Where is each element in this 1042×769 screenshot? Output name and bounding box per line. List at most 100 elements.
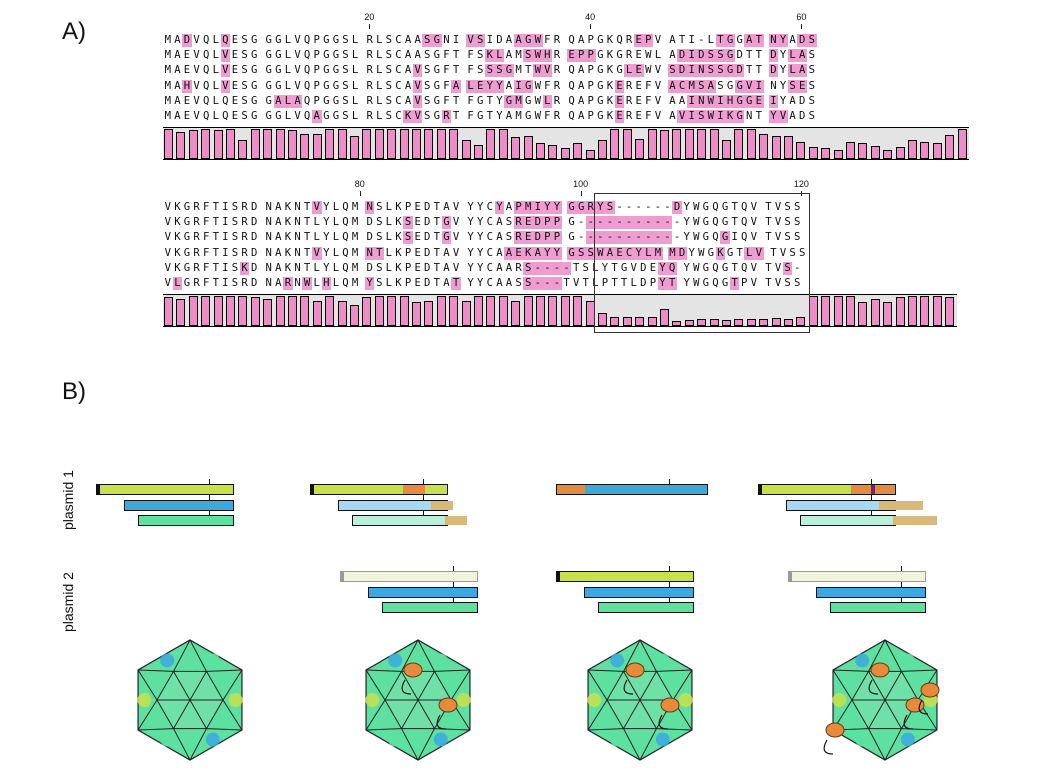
residue: A bbox=[496, 277, 503, 289]
residue: G bbox=[433, 110, 441, 122]
residue: G bbox=[332, 79, 340, 92]
residue: P bbox=[741, 277, 748, 289]
conservation-bar bbox=[858, 302, 868, 327]
residue: S bbox=[385, 49, 393, 62]
tick-label: 80 bbox=[354, 179, 365, 189]
residue: G bbox=[250, 34, 258, 46]
residue: S bbox=[808, 110, 815, 122]
conservation-bar bbox=[610, 128, 620, 160]
conservation-bar bbox=[250, 296, 260, 327]
capsid-patch bbox=[610, 732, 625, 747]
residue: L bbox=[212, 79, 219, 92]
residue: M bbox=[686, 79, 697, 93]
vp-bar bbox=[788, 571, 926, 582]
residue: G bbox=[597, 34, 604, 46]
residue: Q bbox=[616, 34, 623, 46]
capsid-edge bbox=[189, 639, 207, 672]
conservation-bar bbox=[201, 295, 211, 327]
residue: E bbox=[414, 201, 421, 213]
residue: P bbox=[513, 201, 524, 214]
residue: K bbox=[174, 261, 181, 274]
residue: Y bbox=[779, 94, 787, 107]
capsid-edge bbox=[434, 728, 470, 731]
conservation-bar bbox=[449, 295, 459, 327]
nanobody-icon bbox=[660, 697, 680, 713]
residue: R bbox=[241, 277, 248, 289]
capsid-edge bbox=[206, 669, 242, 672]
residue: T bbox=[678, 34, 686, 46]
residue: I bbox=[222, 216, 229, 229]
residue: R bbox=[553, 34, 561, 46]
conservation-bar bbox=[560, 148, 570, 160]
residue: D bbox=[366, 261, 373, 274]
residue: V bbox=[750, 261, 758, 274]
residue: Q bbox=[303, 64, 311, 77]
capsid-patch bbox=[678, 693, 693, 707]
residue: D bbox=[672, 201, 682, 214]
residue: H bbox=[182, 79, 192, 93]
capsid bbox=[137, 639, 243, 761]
residue: V bbox=[294, 49, 301, 62]
residue: K bbox=[284, 216, 292, 229]
residue: D bbox=[532, 231, 543, 245]
residue: - bbox=[662, 231, 673, 245]
residue: N bbox=[364, 246, 375, 260]
residue: G bbox=[250, 110, 258, 122]
conservation-bar bbox=[312, 134, 322, 160]
residue: G bbox=[566, 201, 577, 214]
residue: G bbox=[744, 94, 755, 108]
residue: Q bbox=[202, 49, 210, 62]
residue: D bbox=[250, 216, 258, 229]
residue: S bbox=[789, 246, 796, 259]
residue: T bbox=[611, 261, 618, 274]
vp-bar bbox=[310, 484, 448, 495]
capsid-edge bbox=[138, 728, 174, 731]
residue: S bbox=[342, 110, 349, 122]
residue: V bbox=[294, 64, 301, 77]
capsid-edge bbox=[901, 669, 937, 672]
residue: K bbox=[725, 110, 735, 123]
residue: P bbox=[404, 201, 412, 213]
capsid-edge bbox=[173, 699, 191, 729]
residue: V bbox=[779, 246, 787, 259]
residue: A bbox=[414, 49, 421, 62]
residue: A bbox=[275, 231, 282, 244]
residue: T bbox=[212, 216, 219, 229]
residue: Y bbox=[467, 201, 474, 213]
residue: S bbox=[424, 49, 431, 62]
conservation-bar bbox=[610, 316, 620, 327]
residue: I bbox=[222, 277, 229, 289]
residue: G bbox=[477, 94, 484, 107]
residue: Q bbox=[712, 201, 719, 213]
residue: S bbox=[475, 34, 485, 47]
residue: I bbox=[532, 201, 543, 214]
residue: - bbox=[698, 34, 705, 46]
capsid-edge bbox=[868, 728, 886, 761]
conservation-bar bbox=[436, 128, 446, 160]
residue: S bbox=[342, 79, 349, 92]
residue: Y bbox=[477, 201, 484, 213]
residue: E bbox=[635, 79, 642, 92]
vp-bar bbox=[758, 484, 896, 495]
residue: L bbox=[385, 277, 393, 289]
conservation-bar bbox=[523, 136, 533, 160]
residue: I bbox=[486, 34, 493, 46]
nanobody-icon bbox=[920, 682, 940, 698]
residue: M bbox=[351, 201, 359, 213]
residue: V bbox=[750, 201, 758, 213]
residue: Y bbox=[601, 261, 609, 274]
residue: G bbox=[183, 201, 191, 213]
residue: A bbox=[678, 94, 686, 107]
residue: A bbox=[505, 110, 513, 122]
capsid-patch bbox=[137, 693, 152, 707]
residue: Y bbox=[633, 246, 644, 260]
capsid-patch bbox=[365, 693, 380, 707]
residue: V bbox=[294, 34, 301, 46]
residue: E bbox=[231, 94, 239, 107]
residue: G bbox=[726, 246, 734, 259]
residue: - bbox=[664, 201, 671, 213]
nb-insert bbox=[557, 485, 585, 494]
residue: T bbox=[765, 201, 772, 213]
residue: F bbox=[202, 277, 210, 289]
capsid-edge bbox=[868, 671, 886, 701]
